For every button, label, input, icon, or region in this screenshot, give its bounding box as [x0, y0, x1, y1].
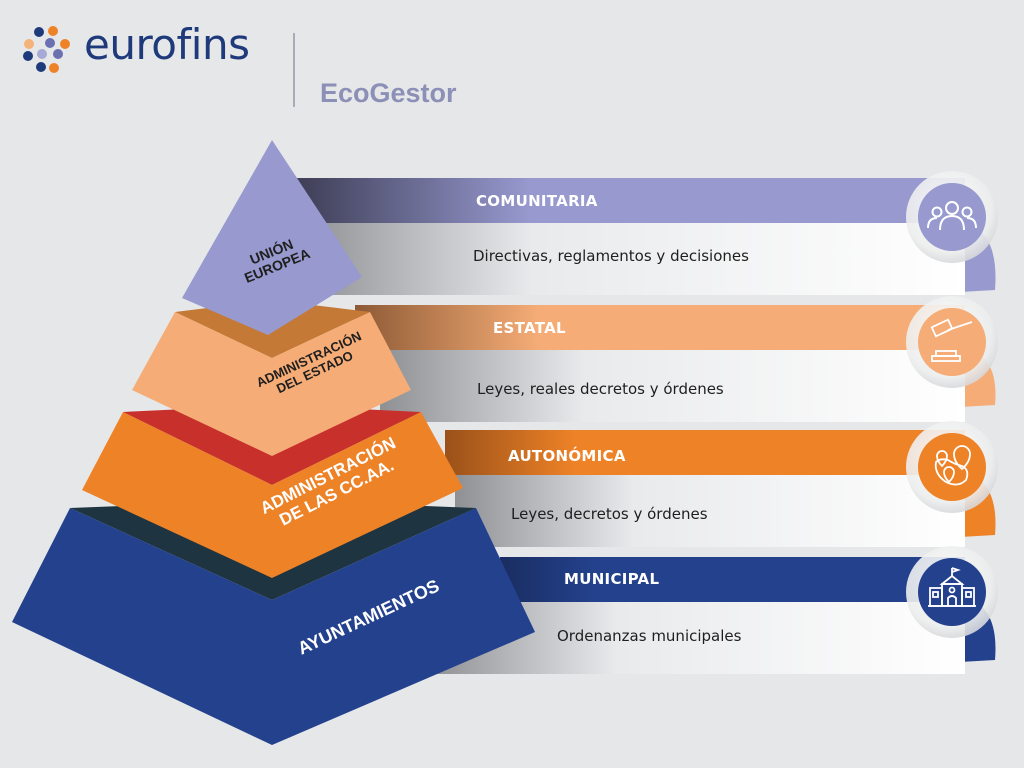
level-title-autonomica: AUTONÓMICA — [508, 447, 626, 465]
level-title-municipal: MUNICIPAL — [564, 570, 660, 588]
level-description-municipal: Ordenanzas municipales — [557, 627, 742, 645]
level-description-autonomica: Leyes, decretos y órdenes — [511, 505, 708, 523]
logo-divider — [293, 33, 295, 107]
level-band-estatal — [355, 305, 996, 422]
level-title-estatal: ESTATAL — [493, 319, 566, 337]
company-name: eurofins — [84, 20, 250, 69]
level-title-comunitaria: COMUNITARIA — [476, 192, 598, 210]
town-hall-icon — [928, 567, 976, 607]
product-name: EcoGestor — [320, 78, 457, 108]
pyramid-tier-union-europea — [182, 140, 362, 335]
map-pins-icon — [934, 445, 971, 486]
gavel-icon — [930, 318, 973, 362]
eurofins-dots-icon — [23, 26, 70, 73]
level-band-comunitaria — [295, 178, 996, 295]
level-description-comunitaria: Directivas, reglamentos y decisiones — [473, 247, 749, 265]
icon-ring-estatal — [906, 296, 998, 388]
people-group-icon — [927, 201, 977, 231]
level-description-estatal: Leyes, reales decretos y órdenes — [477, 380, 724, 398]
